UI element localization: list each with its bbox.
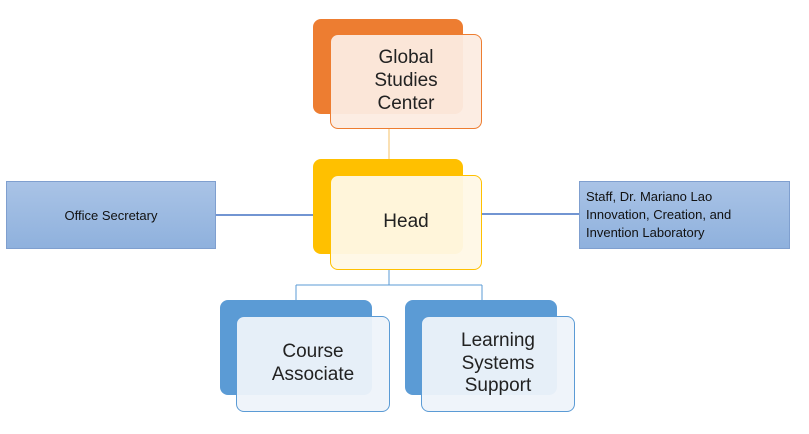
- staff-lab-label: Staff, Dr. Mariano Lao Innovation, Creat…: [586, 188, 732, 241]
- course-associate-node: Course Associate: [236, 316, 390, 412]
- global-studies-center-label: Global Studies Center: [374, 47, 438, 114]
- course-associate-label: Course Associate: [271, 341, 355, 385]
- learning-systems-support-label: Learning Systems Support: [461, 329, 535, 397]
- staff-lab-node: Staff, Dr. Mariano Lao Innovation, Creat…: [579, 181, 790, 249]
- office-secretary-label: Office Secretary: [64, 207, 158, 223]
- head-node: Head: [330, 175, 482, 270]
- head-label: Head: [383, 211, 429, 233]
- global-studies-center-node: Global Studies Center: [330, 34, 482, 129]
- office-secretary-node: Office Secretary: [6, 181, 216, 249]
- learning-systems-support-node: Learning Systems Support: [421, 316, 575, 412]
